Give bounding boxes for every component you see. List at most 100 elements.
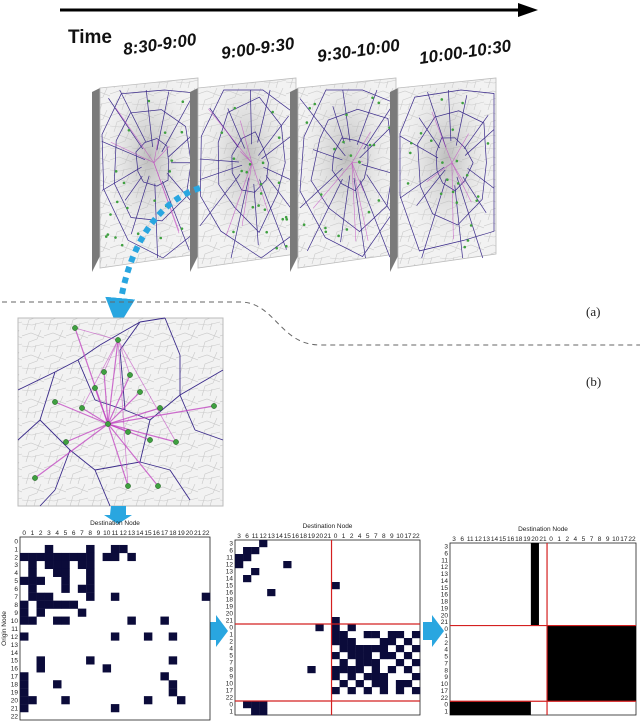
col-tick: 21 — [539, 536, 547, 543]
matrix-cell — [395, 659, 405, 667]
matrix-cell — [44, 560, 54, 570]
row-tick: 11 — [226, 555, 233, 562]
col-tick: 1 — [557, 536, 561, 543]
matrix-cell — [28, 592, 37, 601]
right-arrow-1 — [207, 615, 228, 647]
col-tick: 11 — [467, 536, 474, 543]
matrix-cell — [283, 561, 292, 569]
matrix-cell — [20, 672, 29, 681]
col-tick: 7 — [80, 530, 84, 537]
col-tick: 16 — [153, 530, 161, 537]
row-tick: 4 — [444, 647, 448, 654]
matrix-cell — [69, 552, 79, 562]
row-tick: 0 — [14, 538, 18, 545]
matrix-cell — [44, 600, 54, 609]
matrix-cell — [110, 552, 120, 562]
row-tick: 1 — [444, 709, 448, 716]
col-tick: 9 — [606, 536, 610, 543]
col-tick: 17 — [161, 530, 169, 537]
matrix-cell — [331, 687, 340, 695]
row-tick: 16 — [441, 592, 449, 599]
col-tick: 18 — [515, 536, 523, 543]
matrix-cell — [363, 659, 372, 667]
zoomed-flow-map — [17, 317, 224, 507]
x-axis-title: Destination Node — [518, 526, 568, 533]
zone-node — [72, 325, 78, 331]
matrix-cell — [331, 673, 340, 681]
row-tick: 7 — [14, 594, 18, 601]
matrix-cell — [315, 624, 324, 632]
col-tick: 22 — [202, 530, 210, 537]
row-tick: 21 — [441, 619, 449, 626]
col-tick: 11 — [112, 530, 119, 537]
matrix-cell — [339, 659, 348, 667]
matrix-cell — [61, 552, 70, 562]
matrix-cell — [331, 666, 340, 674]
row-tick: 12 — [11, 634, 19, 641]
zone-node — [125, 429, 131, 435]
matrix-block — [450, 701, 531, 715]
col-tick: 19 — [308, 533, 316, 540]
row-tick: 19 — [441, 605, 449, 612]
matrix-cell — [201, 592, 211, 601]
matrix-cell — [331, 582, 340, 590]
matrix-cell — [403, 680, 413, 688]
zone-node — [173, 439, 179, 445]
matrix-cell — [379, 645, 389, 653]
timeline-arrow — [60, 3, 538, 17]
matrix-cell — [28, 576, 37, 585]
row-tick: 2 — [14, 554, 18, 561]
map-slab-2 — [190, 77, 297, 272]
row-tick: 0 — [229, 702, 233, 709]
col-tick: 8 — [382, 533, 386, 540]
col-tick: 4 — [574, 536, 578, 543]
row-tick: 16 — [226, 590, 234, 597]
matrix-cell — [77, 608, 87, 617]
row-tick: 5 — [444, 654, 448, 661]
row-tick: 13 — [11, 642, 19, 649]
matrix-cell — [110, 544, 120, 554]
matrix-cell — [86, 584, 95, 593]
matrix-cell — [259, 540, 268, 548]
matrix-cell — [395, 687, 405, 695]
zone-node — [147, 437, 153, 443]
col-tick: 8 — [88, 530, 92, 537]
zone-node — [157, 405, 163, 411]
row-tick: 15 — [11, 658, 19, 665]
matrix-cell — [331, 631, 340, 639]
matrix-cell — [371, 645, 380, 653]
matrix-cell — [403, 652, 413, 660]
row-tick: 8 — [229, 667, 233, 674]
zone-node — [63, 439, 69, 445]
matrix-cell — [379, 652, 389, 660]
map-slab-3 — [290, 77, 397, 272]
matrix-cell — [331, 638, 340, 646]
matrix-cell — [347, 638, 356, 646]
row-tick: 16 — [11, 666, 19, 673]
zone-node — [211, 403, 217, 409]
matrix-cell — [28, 696, 37, 705]
col-tick: 12 — [475, 536, 483, 543]
matrix-cell — [347, 652, 356, 660]
row-tick: 1 — [14, 546, 18, 553]
matrix-cell — [339, 638, 348, 646]
matrix-cell — [168, 688, 178, 697]
col-tick: 20 — [531, 536, 539, 543]
col-tick: 7 — [374, 533, 378, 540]
matrix-cell — [20, 576, 29, 585]
row-tick: 2 — [229, 639, 233, 646]
row-tick: 0 — [229, 625, 233, 632]
matrix-cell — [77, 552, 87, 562]
col-tick: 18 — [300, 533, 308, 540]
row-tick: 9 — [229, 674, 233, 681]
window-label-2: 9:00-9:30 — [220, 34, 296, 63]
matrix-cell — [53, 552, 62, 562]
matrix-cell — [243, 547, 252, 555]
matrix-cell — [387, 652, 397, 660]
row-tick: 18 — [11, 682, 19, 689]
row-tick: 1 — [229, 632, 233, 639]
zone-node — [155, 483, 161, 489]
matrix-cell — [20, 704, 29, 713]
col-tick: 17 — [620, 536, 628, 543]
col-tick: 16 — [507, 536, 515, 543]
